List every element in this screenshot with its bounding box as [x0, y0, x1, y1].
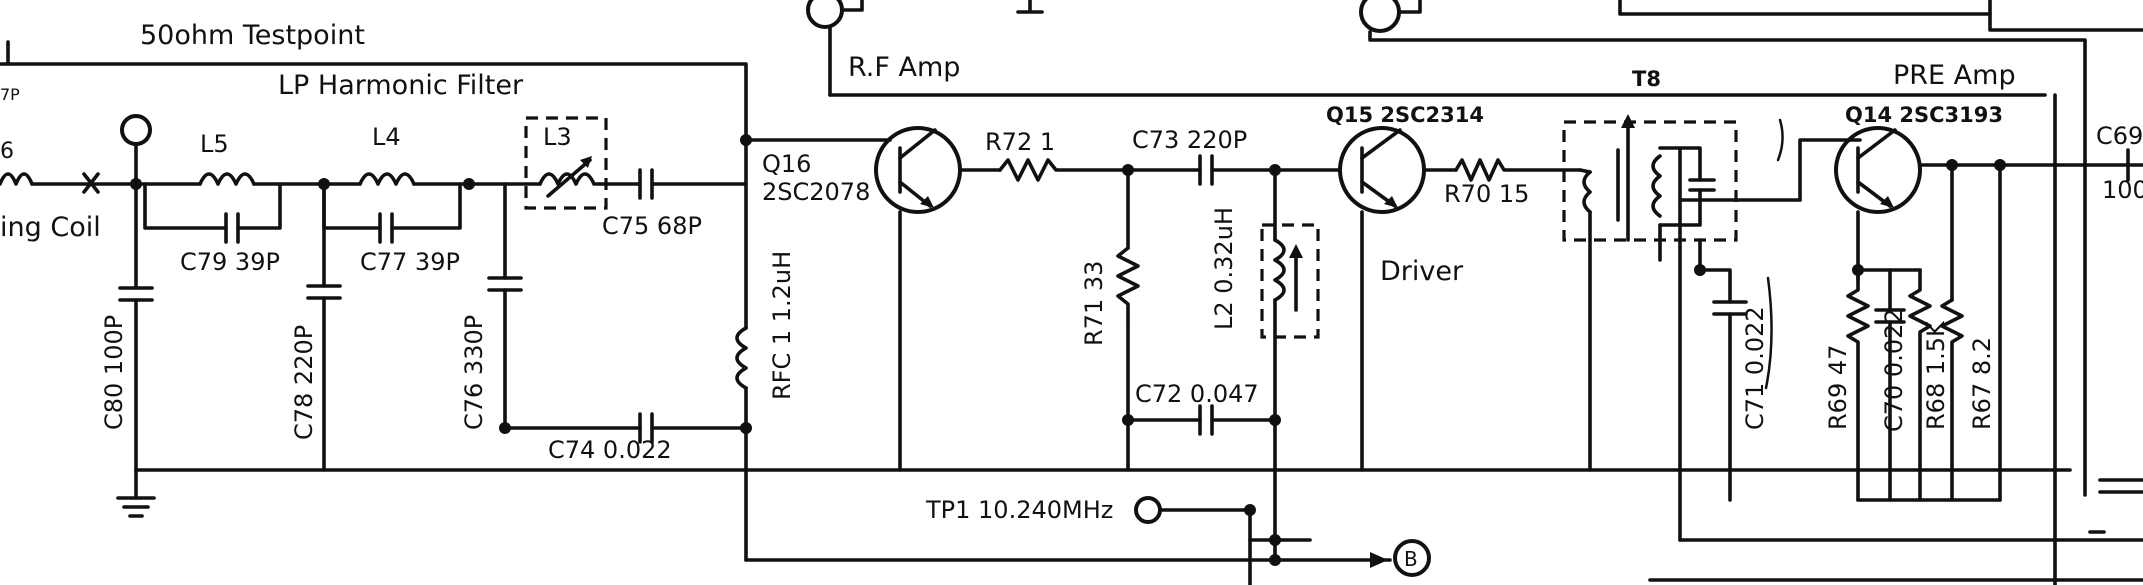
c76-capacitor — [487, 182, 523, 430]
c80-capacitor — [118, 182, 154, 472]
label-q16-id: Q16 — [762, 150, 811, 178]
label-q16-part: 2SC2078 — [762, 178, 870, 206]
label-rf-amp: R.F Amp — [848, 52, 960, 83]
label-testpoint: 50ohm Testpoint — [140, 20, 365, 51]
label-c75: C75 68P — [602, 212, 702, 240]
label-c77: C77 39P — [360, 248, 460, 276]
right-bottom-wiring — [1648, 478, 2143, 582]
label-t8: T8 — [1632, 67, 1661, 91]
output-testpoint-circle — [120, 114, 152, 146]
label-c72: C72 0.047 — [1135, 380, 1259, 408]
label-l2: L2 0.32uH — [1210, 207, 1238, 330]
tp1-testpoint — [1134, 496, 1256, 585]
q14-transistor — [1798, 126, 2143, 282]
label-c70: C70 0.022 — [1880, 308, 1908, 432]
label-r69: R69 47 — [1824, 345, 1852, 430]
label-c78: C78 220P — [290, 325, 318, 440]
c73-capacitor — [1198, 154, 1277, 186]
r72-resistor — [998, 158, 1130, 182]
t8-transformer — [1578, 114, 1802, 542]
rfc1-choke — [735, 138, 892, 562]
l2-inductor — [1273, 168, 1303, 562]
label-edge-7p: 7P — [0, 85, 20, 104]
l3-shield-box — [524, 116, 608, 210]
connector-b-circle — [1393, 539, 1431, 577]
l2-shield-box — [1260, 223, 1320, 339]
c79-capacitor — [143, 182, 282, 244]
label-l3: L3 — [543, 123, 572, 151]
label-r67: R67 8.2 — [1968, 337, 1996, 430]
label-pre-amp: PRE Amp — [1893, 60, 2016, 91]
label-rfc1: RFC 1 1.2uH — [768, 251, 796, 400]
r71-resistor — [1116, 168, 1140, 472]
c72-capacitor — [1126, 404, 1277, 436]
label-connector-b: B — [1404, 547, 1418, 571]
label-q15: Q15 2SC2314 — [1326, 103, 1484, 127]
label-r70: R70 15 — [1444, 180, 1529, 208]
label-c80: C80 100P — [100, 315, 128, 430]
label-l4: L4 — [372, 123, 401, 151]
label-c69-id: C69 — [2096, 122, 2143, 150]
c78-capacitor — [306, 182, 342, 472]
top-wiring — [806, 0, 2143, 585]
label-driver: Driver — [1380, 256, 1464, 287]
r70-resistor — [1454, 158, 1582, 182]
label-tp1: TP1 10.240MHz — [925, 496, 1113, 524]
c71-capacitor — [1698, 238, 1748, 502]
q14-emitter-network — [1846, 163, 2002, 502]
t8-shield-box — [1562, 120, 1738, 242]
label-r68: R68 1.5K — [1922, 320, 1950, 430]
c74-capacitor — [503, 412, 748, 444]
lp-filter-mainline — [134, 168, 748, 200]
label-c69-val: 100 — [2102, 176, 2143, 204]
q16-transistor — [874, 126, 1002, 472]
ground-rail — [116, 468, 2072, 518]
label-c73: C73 220P — [1132, 126, 1247, 154]
label-r72: R72 1 — [985, 128, 1055, 156]
label-r71: R71 33 — [1080, 261, 1108, 346]
label-q14: Q14 2SC3193 — [1845, 103, 2003, 127]
b-bus — [744, 534, 1392, 568]
testpoint-wire — [0, 40, 748, 142]
label-c74: C74 0.022 — [548, 436, 672, 464]
label-edge-6: 6 — [0, 139, 14, 164]
label-c76: C76 330P — [460, 315, 488, 430]
label-lp-filter: LP Harmonic Filter — [278, 70, 524, 101]
output-coil — [0, 172, 136, 194]
label-coil-fragment: ing Coil — [0, 212, 101, 243]
label-c79: C79 39P — [180, 248, 280, 276]
label-c71: C71 0.022 — [1741, 306, 1769, 430]
label-l5: L5 — [200, 130, 229, 158]
q15-transistor — [1273, 126, 1458, 472]
c77-capacitor — [322, 182, 462, 244]
